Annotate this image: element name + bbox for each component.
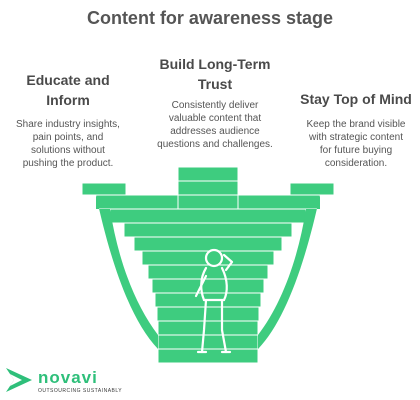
stair-tower-center — [177, 194, 239, 210]
logo-tagline: OUTSOURCING SUSTAINABLY — [38, 388, 123, 394]
text-line: addresses audience — [170, 126, 260, 137]
text-educate-inform: Share industry insights, pain points, an… — [4, 118, 132, 170]
text-line: Consistently deliver — [171, 100, 259, 111]
stair-step — [156, 306, 260, 322]
heading-line: Trust — [197, 76, 233, 92]
stair-flare-right — [258, 195, 320, 349]
text-line: Share industry insights, — [16, 119, 120, 130]
stair-flare-left — [96, 195, 158, 349]
logo-name: novavi — [38, 368, 98, 387]
heading-line: Educate and — [26, 72, 110, 88]
stair-block-left — [81, 182, 127, 196]
text-line: with strategic content — [309, 132, 403, 143]
stair-step — [123, 222, 293, 238]
heading-line: Inform — [46, 92, 90, 108]
text-line: solutions without — [31, 145, 105, 156]
stair-step — [157, 320, 259, 336]
text-line: pain points, and — [32, 132, 104, 143]
text-line: valuable content that — [168, 113, 262, 124]
stair-step — [157, 348, 259, 364]
text-line: questions and challenges. — [157, 139, 273, 150]
text-build-trust: Consistently deliver valuable content th… — [150, 99, 280, 151]
text-line: Keep the brand visible — [306, 119, 406, 130]
novavi-logo-icon — [6, 368, 32, 392]
heading-educate-inform: Educate and Inform — [8, 70, 128, 110]
stair-step — [95, 194, 179, 210]
page-title: Content for awareness stage — [86, 8, 334, 28]
heading-build-trust: Build Long-Term Trust — [140, 54, 290, 94]
stair-tower-center — [177, 166, 239, 182]
stair-block-right — [289, 182, 335, 196]
heading-line: Build Long-Term — [159, 56, 271, 72]
stair-step — [157, 334, 259, 350]
stair-step — [147, 264, 269, 280]
heading-line: Stay Top of Mind — [300, 91, 412, 107]
text-line: for future buying — [319, 145, 393, 156]
text-stay-top-of-mind: Keep the brand visible with strategic co… — [294, 118, 418, 170]
heading-stay-top-of-mind: Stay Top of Mind — [294, 89, 418, 109]
stair-step — [133, 236, 283, 252]
person-thinking-icon — [194, 248, 234, 354]
stair-step — [237, 194, 321, 210]
text-line: pushing the product. — [22, 158, 114, 169]
text-line: consideration. — [324, 158, 388, 169]
stair-tower-center — [177, 180, 239, 196]
stair-step — [109, 208, 307, 224]
stair-step — [151, 278, 265, 294]
